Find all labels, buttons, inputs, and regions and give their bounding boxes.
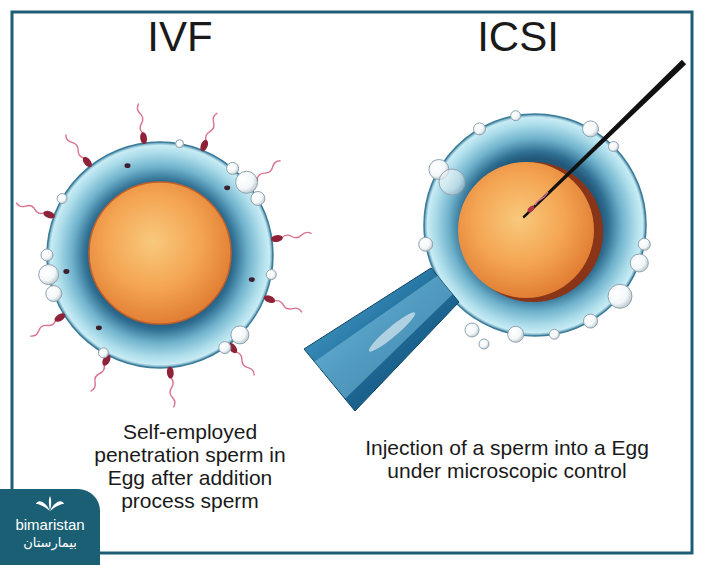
sperm-cell bbox=[63, 132, 94, 168]
bubble bbox=[479, 339, 489, 349]
sperm-tail bbox=[535, 192, 548, 205]
sperm-head bbox=[63, 269, 69, 274]
bubble bbox=[227, 162, 239, 174]
sperm-head bbox=[526, 204, 535, 213]
bubble bbox=[419, 237, 433, 251]
outer-frame bbox=[12, 12, 692, 553]
bubble bbox=[638, 238, 650, 250]
label-box: ICSI bbox=[477, 12, 559, 62]
bubble bbox=[511, 111, 521, 121]
injection-needle bbox=[523, 60, 687, 219]
label-box: Self-employed penetration sperm in Egg a… bbox=[83, 420, 298, 512]
sperm-cell bbox=[28, 311, 66, 338]
bubble bbox=[630, 254, 648, 272]
label-box: Injection of a sperm into a Egg under mi… bbox=[355, 436, 660, 482]
penetrating-sperm-heads bbox=[63, 163, 254, 330]
sperm-head bbox=[125, 163, 131, 168]
zona-pellucida bbox=[47, 142, 273, 368]
icsi-egg bbox=[304, 60, 686, 411]
sperm-head bbox=[224, 185, 230, 190]
bubble bbox=[266, 270, 276, 280]
brand-name-arabic: بيمارستان bbox=[8, 535, 92, 551]
pipette-lumen bbox=[315, 276, 453, 399]
needle bbox=[523, 60, 687, 219]
sperm-head bbox=[249, 277, 255, 282]
bubbles bbox=[419, 111, 651, 349]
label-box: IVF bbox=[147, 12, 212, 62]
bubble bbox=[609, 142, 619, 152]
logo-icon bbox=[35, 495, 65, 513]
pipette-highlight bbox=[366, 309, 418, 355]
sperm-cell bbox=[15, 199, 56, 219]
bubble bbox=[46, 286, 62, 302]
egg-cytoplasm bbox=[89, 182, 231, 324]
brand-name: bimaristan bbox=[8, 516, 92, 535]
sperm-cell bbox=[263, 294, 304, 316]
sperm-cell bbox=[135, 103, 147, 145]
holding-pipette bbox=[304, 268, 459, 411]
bubble bbox=[41, 249, 53, 261]
sperm-head bbox=[96, 325, 102, 330]
egg-cytoplasm bbox=[458, 162, 594, 298]
bubble bbox=[508, 326, 524, 342]
bubble bbox=[176, 140, 184, 148]
panel-heading: IVF bbox=[147, 12, 212, 62]
logo-leaf bbox=[49, 496, 51, 510]
bubble bbox=[608, 284, 632, 308]
bubble bbox=[57, 194, 67, 204]
logo-leaf bbox=[36, 501, 50, 511]
bubble bbox=[39, 265, 59, 285]
panel-heading: ICSI bbox=[477, 12, 559, 62]
sperm-cell bbox=[166, 366, 176, 407]
caption-text: Self-employed penetration sperm in Egg a… bbox=[83, 420, 298, 512]
logo-badge: bimaristanبيمارستان bbox=[0, 489, 100, 565]
pipette-body bbox=[304, 268, 459, 411]
sperm-cell bbox=[88, 353, 113, 393]
bubble bbox=[439, 169, 465, 195]
ivf-egg bbox=[15, 103, 312, 408]
sperm-cell bbox=[199, 112, 221, 153]
bubble bbox=[219, 342, 231, 354]
bubble bbox=[236, 171, 258, 193]
bubble bbox=[251, 192, 265, 206]
logo-leaf bbox=[50, 501, 64, 511]
bubble bbox=[583, 121, 599, 137]
caption-text: Injection of a sperm into a Egg under mi… bbox=[355, 436, 660, 482]
bubble bbox=[465, 323, 479, 337]
bubble bbox=[99, 348, 109, 358]
bubbles bbox=[39, 140, 277, 358]
bubble bbox=[474, 123, 486, 135]
bubble bbox=[231, 326, 249, 344]
bubble bbox=[549, 329, 559, 339]
sperm-cell bbox=[270, 230, 312, 242]
bubble bbox=[584, 314, 598, 328]
